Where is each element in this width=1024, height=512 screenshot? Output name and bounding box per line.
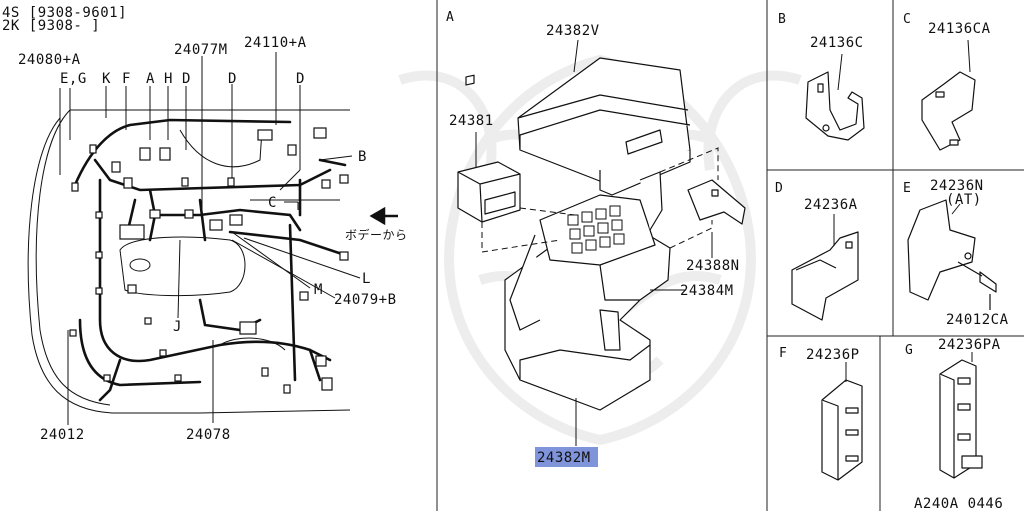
panel-c-letter: C bbox=[903, 12, 911, 27]
callout-letter-d2: D bbox=[228, 71, 237, 87]
part-label-24077m: 24077M bbox=[174, 42, 228, 58]
part-label-24012ca: 24012CA bbox=[946, 312, 1009, 328]
callout-letter-c: C bbox=[268, 195, 277, 211]
part-label-cover: 24382V bbox=[546, 23, 600, 39]
relay-box-exploded-view bbox=[457, 39, 746, 446]
part-label-assembly: 24382M bbox=[537, 450, 591, 466]
callout-letter-d3: D bbox=[296, 71, 305, 87]
panel-g-letter: G bbox=[905, 343, 913, 358]
callout-letter-d1: D bbox=[182, 71, 191, 87]
callout-letter-f: F bbox=[122, 71, 131, 87]
from-body-note: ボデーから bbox=[345, 228, 408, 242]
part-label-relay-block: 24381 bbox=[449, 113, 494, 129]
search-highlight bbox=[535, 447, 598, 467]
part-label-24136ca: 24136CA bbox=[928, 21, 991, 37]
harness-layout-diagram bbox=[27, 52, 398, 425]
part-label-24236a: 24236A bbox=[804, 197, 858, 213]
part-label-base: 24384M bbox=[680, 283, 734, 299]
panel-f-letter: F bbox=[779, 346, 787, 361]
callout-letter-eg: E,G bbox=[60, 71, 87, 87]
part-label-24236p: 24236P bbox=[806, 347, 860, 363]
callout-letter-h: H bbox=[164, 71, 173, 87]
part-label-at-note: (AT) bbox=[946, 192, 982, 208]
callout-letter-k: K bbox=[102, 71, 111, 87]
callout-letter-b: B bbox=[358, 149, 367, 165]
part-label-bracket: 24388N bbox=[686, 258, 740, 274]
part-label-24110a: 24110+A bbox=[244, 35, 307, 51]
panel-a-letter: A bbox=[446, 10, 454, 25]
model-code-line-2: 2K [9308- ] bbox=[2, 18, 101, 34]
part-label-24079b: 24079+B bbox=[334, 292, 397, 308]
callout-letter-a: A bbox=[146, 71, 155, 87]
part-label-24080a: 24080+A bbox=[18, 52, 81, 68]
part-label-24236pa: 24236PA bbox=[938, 337, 1001, 353]
panel-b-letter: B bbox=[778, 12, 786, 27]
callout-letter-l: L bbox=[362, 271, 371, 287]
callout-letter-m: M bbox=[314, 282, 323, 298]
panel-d-letter: D bbox=[775, 181, 783, 196]
part-label-24136c: 24136C bbox=[810, 35, 864, 51]
model-code-line-1: 4S [9308-9601] bbox=[2, 5, 128, 21]
diagram-code: A240A 0446 bbox=[914, 496, 1004, 512]
callout-letter-j: J bbox=[173, 319, 182, 335]
panel-e-letter: E bbox=[903, 181, 911, 196]
part-label-24236n: 24236N bbox=[930, 178, 984, 194]
part-label-24078: 24078 bbox=[186, 427, 231, 443]
part-label-24012: 24012 bbox=[40, 427, 85, 443]
